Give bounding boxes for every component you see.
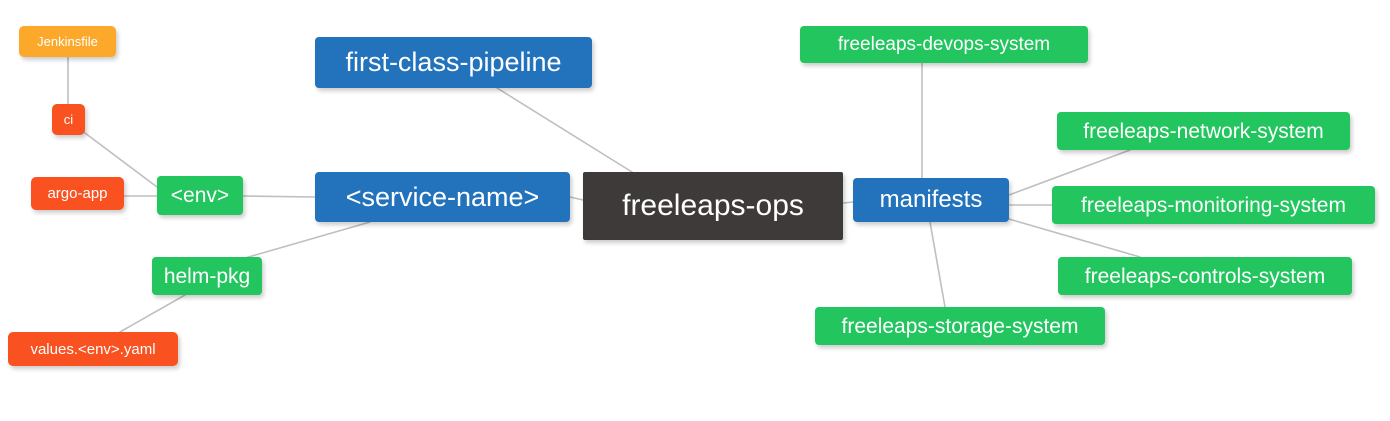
edge-env-to-service-name <box>242 195 316 198</box>
mindmap-node-first-class-pipeline[interactable]: first-class-pipeline <box>315 37 592 88</box>
mindmap-node-label: Jenkinsfile <box>37 34 98 49</box>
mindmap-node-freeleaps-monitoring-system[interactable]: freeleaps-monitoring-system <box>1052 186 1375 224</box>
mindmap-node-helm-pkg[interactable]: helm-pkg <box>152 257 262 295</box>
edge-service-name-to-freeleaps-ops <box>569 196 584 201</box>
mindmap-node-ci[interactable]: ci <box>52 104 85 135</box>
mindmap-node-freeleaps-storage-system[interactable]: freeleaps-storage-system <box>815 307 1105 345</box>
mindmap-node-label: helm-pkg <box>163 264 251 288</box>
mindmap-node-freeleaps-network-system[interactable]: freeleaps-network-system <box>1057 112 1350 150</box>
mindmap-node-values-yaml[interactable]: values.<env>.yaml <box>8 332 178 366</box>
mindmap-node-label: <env> <box>170 184 230 207</box>
edge-helm-pkg-to-service-name <box>244 221 371 259</box>
mindmap-node-label: freeleaps-storage-system <box>841 314 1079 338</box>
mindmap-node-label: freeleaps-ops <box>622 189 804 222</box>
mindmap-node-label: freeleaps-monitoring-system <box>1081 193 1346 217</box>
edge-values-yaml-to-helm-pkg <box>119 294 186 333</box>
mindmap-node-manifests[interactable]: manifests <box>853 178 1009 222</box>
edge-manifests-to-freeleaps-controls-system <box>1008 218 1141 258</box>
mindmap-node-label: freeleaps-devops-system <box>837 34 1051 55</box>
mindmap-node-label: manifests <box>879 186 983 213</box>
mindmap-node-label: ci <box>63 112 74 127</box>
mindmap-node-env[interactable]: <env> <box>157 176 243 215</box>
mindmap-node-freeleaps-controls-system[interactable]: freeleaps-controls-system <box>1058 257 1352 295</box>
mindmap-node-jenkinsfile[interactable]: Jenkinsfile <box>19 26 116 57</box>
edge-freeleaps-ops-to-manifests <box>842 201 854 204</box>
mindmap-node-service-name[interactable]: <service-name> <box>315 172 570 222</box>
edge-first-class-pipeline-to-freeleaps-ops <box>496 87 633 173</box>
mindmap-node-label: <service-name> <box>345 181 540 212</box>
mindmap-node-label: argo-app <box>47 185 108 202</box>
edge-manifests-to-freeleaps-storage-system <box>929 221 946 308</box>
mindmap-node-label: first-class-pipeline <box>345 47 562 77</box>
mindmap-node-freeleaps-ops[interactable]: freeleaps-ops <box>583 172 843 240</box>
mindmap-node-label: values.<env>.yaml <box>30 340 156 358</box>
mindmap-node-freeleaps-devops-system[interactable]: freeleaps-devops-system <box>800 26 1088 63</box>
mindmap-node-label: freeleaps-controls-system <box>1084 264 1326 288</box>
mindmap-node-argo-app[interactable]: argo-app <box>31 177 124 210</box>
mindmap-node-label: freeleaps-network-system <box>1083 119 1324 143</box>
